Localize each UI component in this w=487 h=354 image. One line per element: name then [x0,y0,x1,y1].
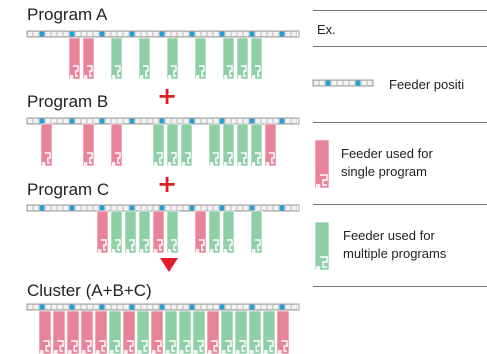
legend-divider-2 [313,122,487,123]
program-a-multiple-feeder-6 [110,37,123,80]
cluster-single-feeder-0 [38,310,52,354]
program-b-multiple-feeder-11 [180,123,193,167]
legend-divider-top [313,10,487,11]
cluster-single-feeder-2 [66,310,80,354]
legend-multiple-feeder-sample [314,221,330,271]
cluster-single-feeder-4 [94,310,108,354]
program-b-multiple-feeder-10 [166,123,179,167]
program-b-multiple-feeder-9 [152,123,165,167]
cluster-single-feeder-8 [150,310,164,354]
legend-divider-3 [313,204,487,205]
cluster-multiple-feeder-11 [192,310,206,354]
cluster-single-feeder-3 [80,310,94,354]
program-a-title: Program A [27,5,108,24]
program-a-multiple-feeder-15 [236,37,249,80]
program-c-multiple-feeder-14 [222,210,235,254]
program-b-multiple-feeder-16 [250,123,263,167]
legend-divider-1 [313,46,487,47]
program-c-single-feeder-12 [194,210,207,254]
program-b-title: Program B [27,92,109,111]
cluster-single-feeder-1 [52,310,66,354]
legend-example-label: Ex. [317,22,336,37]
program-b-single-feeder-6 [110,123,123,167]
program-b-feeder-rail [26,117,300,125]
legend-divider-4 [313,286,487,287]
legend-single-feeder-sample [314,139,330,189]
cluster-title: Cluster (A+B+C) [27,281,152,300]
legend-feeder-position-label: Feeder positi [389,77,465,92]
legend-multiple-line2: multiple programs [343,246,447,261]
program-c-multiple-feeder-16 [250,210,263,254]
program-b-single-feeder-1 [40,123,53,167]
plus-sign-1: + [157,82,178,110]
program-b-single-feeder-4 [82,123,95,167]
cluster-multiple-feeder-14 [234,310,248,354]
program-a-feeder-rail [26,30,300,38]
program-a-multiple-feeder-8 [138,37,151,80]
program-c-multiple-feeder-10 [166,210,179,254]
program-a-multiple-feeder-16 [250,37,263,80]
cluster-feeder-rail [26,303,300,311]
program-c-single-feeder-5 [96,210,109,254]
program-a-multiple-feeder-12 [194,37,207,80]
cluster-multiple-feeder-5 [108,310,122,354]
cluster-multiple-feeder-10 [178,310,192,354]
program-b-multiple-feeder-15 [236,123,249,167]
program-a-single-feeder-3 [68,37,81,80]
program-b-multiple-feeder-14 [222,123,235,167]
cluster-single-feeder-12 [206,310,220,354]
legend-single-line1: Feeder used for [341,146,433,161]
legend-feeder-rail-sample [312,79,374,87]
cluster-multiple-feeder-15 [248,310,262,354]
legend-single-line2: single program [341,164,427,179]
program-c-multiple-feeder-6 [110,210,123,254]
program-c-single-feeder-9 [152,210,165,254]
program-c-feeder-rail [26,204,300,212]
program-c-multiple-feeder-13 [208,210,221,254]
cluster-multiple-feeder-16 [262,310,276,354]
program-b-multiple-feeder-13 [208,123,221,167]
down-arrow-icon [160,258,178,272]
program-c-multiple-feeder-7 [124,210,137,254]
program-a-multiple-feeder-10 [166,37,179,80]
program-c-title: Program C [27,180,110,199]
program-b-single-feeder-17 [264,123,277,167]
program-a-multiple-feeder-14 [222,37,235,80]
cluster-single-feeder-17 [276,310,290,354]
program-c-multiple-feeder-8 [138,210,151,254]
cluster-multiple-feeder-9 [164,310,178,354]
cluster-single-feeder-6 [122,310,136,354]
program-a-single-feeder-4 [82,37,95,80]
cluster-multiple-feeder-13 [220,310,234,354]
cluster-multiple-feeder-7 [136,310,150,354]
legend-multiple-line1: Feeder used for [343,228,435,243]
plus-sign-2: + [157,170,178,198]
